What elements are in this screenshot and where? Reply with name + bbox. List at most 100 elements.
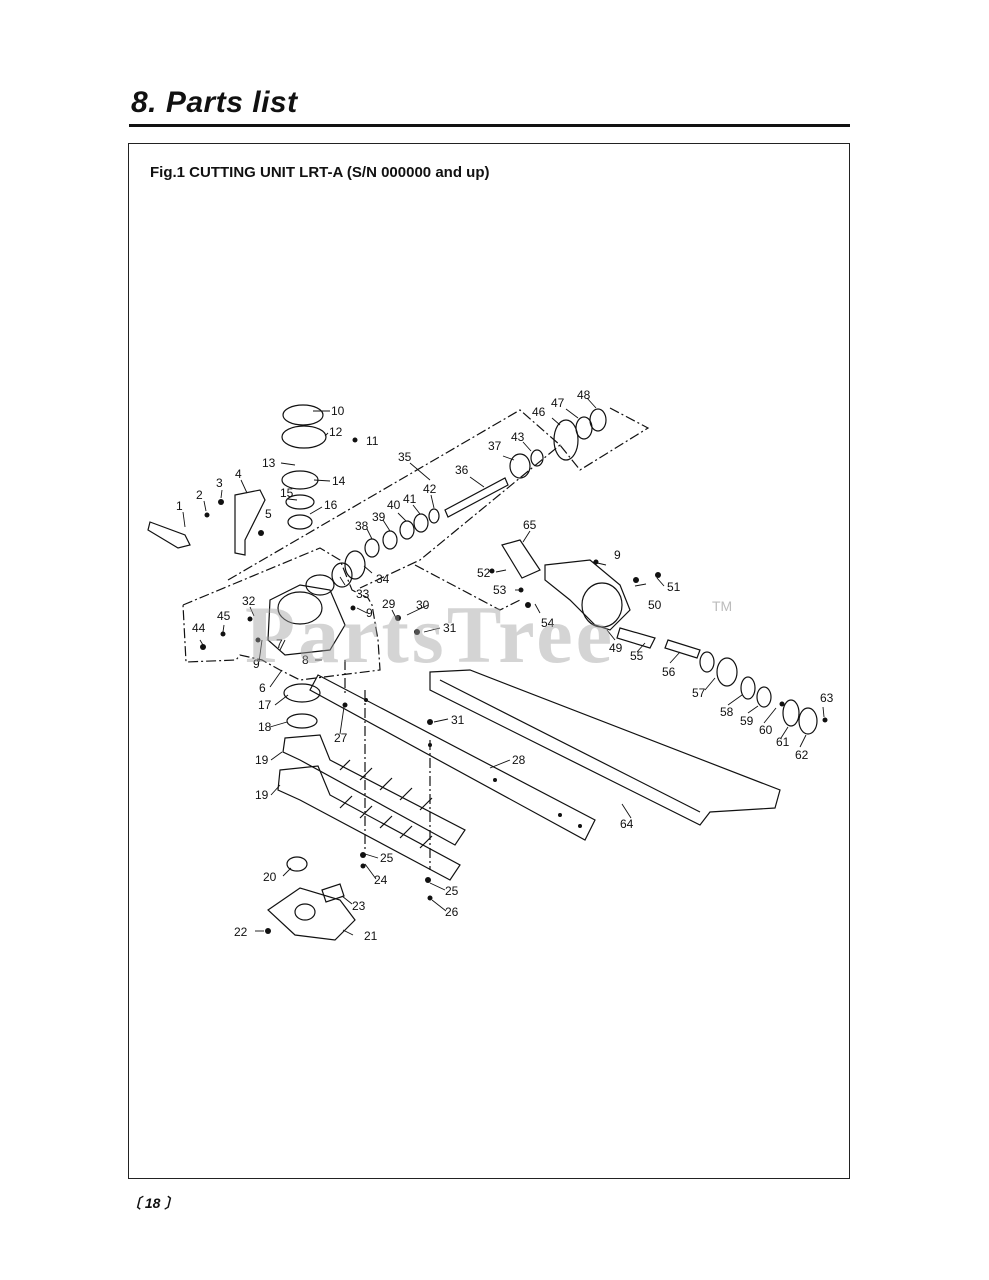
gear-17 <box>283 683 321 703</box>
callout-27: 27 <box>334 731 348 745</box>
title-rule <box>129 124 850 127</box>
callout-20: 20 <box>263 870 277 884</box>
rear-assembly-outline <box>559 407 650 471</box>
callout-24: 24 <box>374 873 388 887</box>
callout-59: 59 <box>740 714 754 728</box>
figure-caption: Fig.1 CUTTING UNIT LRT-A (S/N 000000 and… <box>150 164 490 181</box>
callout-63: 63 <box>820 691 834 705</box>
callout-10: 10 <box>331 404 345 418</box>
callout-64: 64 <box>620 817 634 831</box>
shaft-36 <box>444 477 509 518</box>
callout-33: 33 <box>356 587 370 601</box>
callout-61: 61 <box>776 735 790 749</box>
callout-6: 6 <box>259 681 266 695</box>
callout-21: 21 <box>364 929 378 943</box>
callout-11: 11 <box>366 434 379 448</box>
callout-50: 50 <box>648 598 662 612</box>
partstree-watermark: PartsTree <box>245 589 616 680</box>
callout-45: 45 <box>217 609 231 623</box>
callout-1: 1 <box>176 499 183 513</box>
callout-41: 41 <box>403 492 417 506</box>
snap-ring-34 <box>344 550 366 580</box>
plate-21 <box>267 887 356 941</box>
callout-13: 13 <box>262 456 276 470</box>
housing-49 <box>544 559 631 631</box>
callout-32: 32 <box>242 594 256 608</box>
bearing-57b <box>716 657 738 687</box>
upper-blade-19 <box>282 734 466 846</box>
callout-37: 37 <box>488 439 502 453</box>
callout-54: 54 <box>541 616 555 630</box>
callout-34: 34 <box>376 572 390 586</box>
pin-55 <box>616 627 656 649</box>
gear-case-6 <box>267 584 346 656</box>
handle-guide-line <box>414 564 521 611</box>
callout-9: 9 <box>614 548 621 562</box>
gasket-61 <box>782 699 800 727</box>
callout-2: 2 <box>196 488 203 502</box>
callout-65: 65 <box>523 518 537 532</box>
callout-44: 44 <box>192 621 206 635</box>
guide-bar-64 <box>429 669 781 826</box>
gear-59 <box>756 686 772 708</box>
cover-62 <box>798 707 818 735</box>
callout-28: 28 <box>512 753 526 767</box>
callout-46: 46 <box>532 405 546 419</box>
callout-47: 47 <box>551 396 565 410</box>
washer-15 <box>285 494 315 510</box>
lever-1 <box>147 521 191 549</box>
callout-4: 4 <box>235 467 242 481</box>
callout-60: 60 <box>759 723 773 737</box>
pin-56 <box>664 639 701 659</box>
callout-22: 22 <box>234 925 248 939</box>
callout-23: 23 <box>352 899 366 913</box>
callout-39: 39 <box>372 510 386 524</box>
callout-48: 48 <box>577 388 591 402</box>
callout-62: 62 <box>795 748 809 762</box>
callout-19: 19 <box>255 753 269 767</box>
callout-14: 14 <box>332 474 346 488</box>
bearing-33 <box>331 562 353 588</box>
callout-49: 49 <box>609 641 623 655</box>
figure-frame <box>128 143 850 1179</box>
callout-8: 8 <box>302 653 309 667</box>
callout-7: 7 <box>276 637 283 651</box>
lower-blade-19 <box>277 765 461 881</box>
callout-25: 25 <box>380 851 394 865</box>
callout-38: 38 <box>355 519 369 533</box>
callout-15: 15 <box>280 486 294 500</box>
spacer-20 <box>286 856 308 872</box>
bearing-37 <box>509 453 531 479</box>
callout-31: 31 <box>443 621 457 635</box>
page-title: 8. Parts list <box>131 86 298 119</box>
clip-23 <box>321 883 345 903</box>
shaft-assembly-outline <box>227 409 561 589</box>
callout-12: 12 <box>329 425 343 439</box>
callout-36: 36 <box>455 463 469 477</box>
callout-16: 16 <box>324 498 338 512</box>
callout-31: 31 <box>451 713 465 727</box>
page-number: 〔 18 〕 <box>127 1195 179 1211</box>
callout-19: 19 <box>255 788 269 802</box>
cover-10 <box>282 404 324 426</box>
callout-5: 5 <box>265 507 272 521</box>
callout-9: 9 <box>253 657 260 671</box>
callout-3: 3 <box>216 476 223 490</box>
callout-9: 9 <box>366 606 373 620</box>
callout-26: 26 <box>445 905 459 919</box>
callout-42: 42 <box>423 482 437 496</box>
callout-25: 25 <box>445 884 459 898</box>
callout-29: 29 <box>382 597 396 611</box>
bearing-16 <box>287 514 313 530</box>
tube-65 <box>501 539 541 579</box>
callout-51: 51 <box>667 580 681 594</box>
callout-35: 35 <box>398 450 412 464</box>
callout-52: 52 <box>477 566 491 580</box>
callout-55: 55 <box>630 649 644 663</box>
gearcase-assembly-outline <box>182 547 381 681</box>
callout-40: 40 <box>387 498 401 512</box>
washer-48 <box>589 408 607 432</box>
gasket-12 <box>281 425 327 449</box>
snap-ring-18 <box>286 713 318 729</box>
callout-43: 43 <box>511 430 525 444</box>
